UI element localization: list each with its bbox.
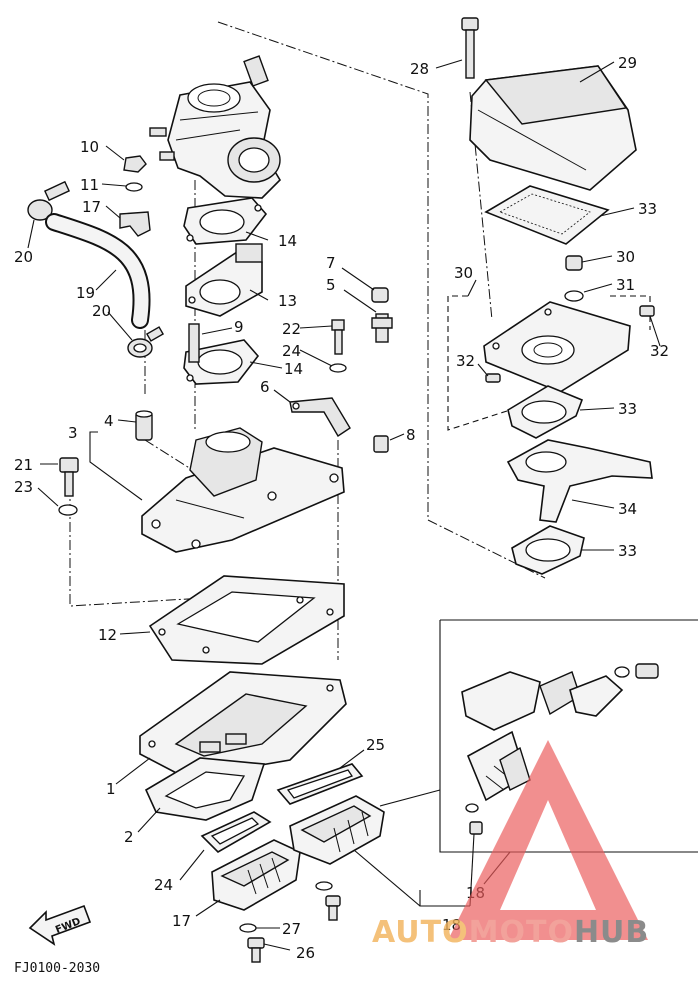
- drawing-code: FJ0100-2030: [14, 961, 100, 976]
- callout-9: 9: [234, 318, 244, 336]
- callout-20-left: 17: [172, 912, 191, 930]
- manifold-gaskets: [183, 197, 268, 385]
- callout-31: 26: [296, 944, 315, 962]
- callout-28: 32: [650, 342, 669, 360]
- intake-manifold: [141, 427, 345, 553]
- callout-19: 17: [82, 198, 101, 216]
- callout-16-bottom: 20: [92, 302, 111, 320]
- callout-24-left: 24: [154, 876, 173, 894]
- callout-29: 32: [456, 352, 475, 370]
- callout-6: 6: [260, 378, 270, 396]
- gaskets-24: [200, 763, 364, 853]
- callout-5: 5: [326, 276, 336, 294]
- callout-8: 8: [406, 426, 416, 444]
- leader-lines: [27, 59, 661, 951]
- callout-4: 4: [104, 412, 114, 430]
- callout-32: 27: [282, 920, 301, 938]
- carburetor: [149, 55, 282, 199]
- callout-14-lower: 14: [284, 360, 303, 378]
- small-hardware: [58, 287, 393, 516]
- callout-22: 30: [616, 248, 635, 266]
- callout-7: 7: [326, 254, 336, 272]
- callout-1: 1: [106, 780, 116, 798]
- callout-18-left: 23: [14, 478, 33, 496]
- callout-17-right: 22: [282, 320, 301, 338]
- gasket-2: [144, 757, 266, 821]
- callout-17-left: 21: [14, 456, 33, 474]
- callout-10: 10: [80, 138, 99, 156]
- callout-11: 11: [80, 176, 99, 194]
- callout-33-upper: 33: [618, 400, 637, 418]
- watermark-hub: HUB: [574, 915, 649, 950]
- callout-numbers: 10 11 17 20 19 20 14 13 9 14 7 5 22 24 6…: [14, 54, 669, 962]
- callout-23: 31: [616, 276, 635, 294]
- watermark-moto: MOTO: [469, 915, 574, 950]
- watermark-auto: AUTO: [372, 915, 469, 950]
- callout-15: 19: [76, 284, 95, 302]
- watermark-triangle-icon: [448, 740, 648, 940]
- callout-18-right: 24: [282, 342, 301, 360]
- callout-26: 29: [618, 54, 637, 72]
- reed-valve-housing: [139, 671, 347, 779]
- callout-30: 33: [638, 200, 657, 218]
- reed-valve-inset: [379, 619, 698, 853]
- screws-31-32: [239, 881, 341, 963]
- callout-14-upper: 14: [278, 232, 297, 250]
- callout-16-top: 20: [14, 248, 33, 266]
- callout-3: 3: [68, 424, 78, 442]
- callout-25: 28: [410, 60, 429, 78]
- callout-34: 34: [618, 500, 637, 518]
- fuel-hose-assembly: [27, 155, 165, 441]
- svg-text:AUTOMOTOHUB: AUTOMOTOHUB: [372, 915, 649, 950]
- callout-33-lower: 33: [618, 542, 637, 560]
- callout-2: 2: [124, 828, 134, 846]
- callout-27: 30: [454, 264, 473, 282]
- fwd-arrow: FWD: [28, 904, 92, 946]
- callout-13: 13: [278, 292, 297, 310]
- callout-24-right: 25: [366, 736, 385, 754]
- reed-valves: [211, 795, 385, 911]
- gasket-12: [148, 575, 345, 665]
- watermark: AUTOMOTOHUB: [372, 740, 649, 950]
- callout-12: 12: [98, 626, 117, 644]
- air-silencer: [447, 17, 655, 575]
